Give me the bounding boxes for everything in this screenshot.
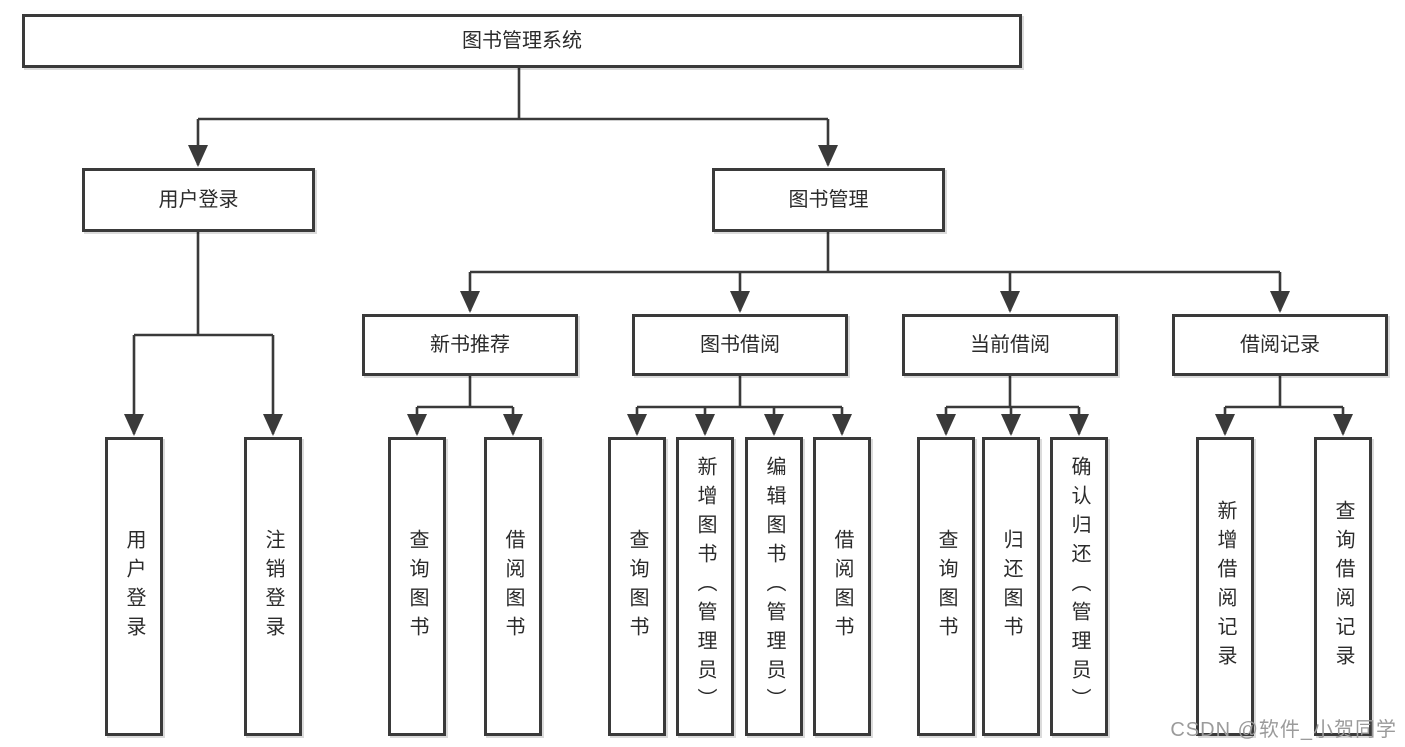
connector-root-to-level2 [196, 68, 830, 165]
leaf-borrow-books-1: 借阅图书 [484, 437, 542, 736]
leaf-confirm-return-admin: 确认归还（管理员） [1050, 437, 1108, 736]
leaf-query-books-1: 查询图书 [388, 437, 446, 736]
arrowhead-icon [263, 414, 283, 436]
arrowhead-icon [818, 145, 838, 167]
arrowhead-icon [695, 414, 715, 436]
leaf-user-login: 用户登录 [105, 437, 163, 736]
arrowhead-icon [1270, 291, 1290, 313]
connector-borrowing-children [635, 376, 844, 434]
leaf-logout: 注销登录 [244, 437, 302, 736]
connector-records-children [1223, 376, 1345, 434]
arrowhead-icon [1069, 414, 1089, 436]
arrowhead-icon [1333, 414, 1353, 436]
leaf-query-books-2: 查询图书 [608, 437, 666, 736]
arrowhead-icon [1215, 414, 1235, 436]
arrowhead-icon [730, 291, 750, 313]
leaf-add-borrow-record: 新增借阅记录 [1196, 437, 1254, 736]
arrowhead-icon [503, 414, 523, 436]
node-current-borrow: 当前借阅 [902, 314, 1118, 376]
arrowhead-icon [124, 414, 144, 436]
node-root: 图书管理系统 [22, 14, 1022, 68]
node-new-books: 新书推荐 [362, 314, 578, 376]
node-book-mgmt: 图书管理 [712, 168, 945, 232]
arrowhead-icon [188, 145, 208, 167]
node-borrow-records: 借阅记录 [1172, 314, 1388, 376]
arrowhead-icon [407, 414, 427, 436]
leaf-borrow-books-2: 借阅图书 [813, 437, 871, 736]
arrowhead-icon [832, 414, 852, 436]
arrowhead-icon [1001, 414, 1021, 436]
arrowhead-icon [627, 414, 647, 436]
leaf-query-books-3: 查询图书 [917, 437, 975, 736]
arrowhead-icon [764, 414, 784, 436]
connector-book-mgmt-children [468, 232, 1282, 311]
leaf-edit-book-admin: 编辑图书（管理员） [745, 437, 803, 736]
arrowhead-icon [1000, 291, 1020, 313]
arrowhead-icon [936, 414, 956, 436]
node-borrowing: 图书借阅 [632, 314, 848, 376]
leaf-add-book-admin: 新增图书（管理员） [676, 437, 734, 736]
leaf-return-book: 归还图书 [982, 437, 1040, 736]
connector-new-books-children [415, 376, 515, 434]
arrowhead-icon [460, 291, 480, 313]
node-user-login: 用户登录 [82, 168, 315, 232]
leaf-query-borrow-record: 查询借阅记录 [1314, 437, 1372, 736]
connector-user-login-children [132, 232, 275, 434]
